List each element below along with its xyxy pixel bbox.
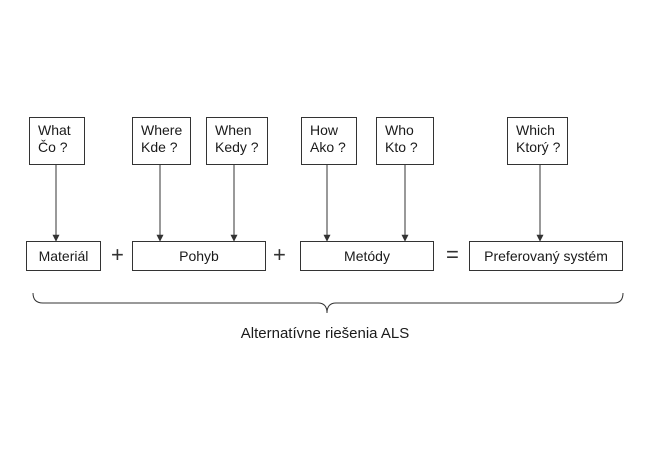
component-preferred-system-box: Preferovaný systém bbox=[469, 241, 623, 271]
component-pohyb-box: Pohyb bbox=[132, 241, 266, 271]
question-en-label: How bbox=[310, 122, 339, 138]
question-en-label: Where bbox=[141, 122, 183, 138]
question-where-box: Where Kde ? bbox=[132, 117, 191, 165]
plus-operator: + bbox=[273, 242, 286, 267]
component-label: Pohyb bbox=[179, 247, 219, 264]
question-what-box: What Čo ? bbox=[29, 117, 85, 165]
diagram-caption: Alternatívne riešenia ALS bbox=[240, 325, 410, 342]
equals-operator: = bbox=[446, 242, 459, 267]
component-material-box: Materiál bbox=[26, 241, 101, 271]
question-en-label: What bbox=[38, 122, 71, 138]
plus-operator: + bbox=[111, 242, 124, 267]
grouping-brace bbox=[32, 292, 624, 314]
question-sk-label: Kto ? bbox=[385, 139, 418, 155]
question-sk-label: Kde ? bbox=[141, 139, 178, 155]
question-how-box: How Ako ? bbox=[301, 117, 357, 165]
question-en-label: Who bbox=[385, 122, 414, 138]
component-metody-box: Metódy bbox=[300, 241, 434, 271]
question-en-label: When bbox=[215, 122, 252, 138]
question-sk-label: Čo ? bbox=[38, 139, 68, 155]
question-which-box: Which Ktorý ? bbox=[507, 117, 568, 165]
component-label: Materiál bbox=[38, 247, 89, 264]
question-en-label: Which bbox=[516, 122, 555, 138]
component-label: Metódy bbox=[344, 247, 390, 264]
question-who-box: Who Kto ? bbox=[376, 117, 434, 165]
question-sk-label: Ktorý ? bbox=[516, 139, 561, 155]
question-when-box: When Kedy ? bbox=[206, 117, 268, 165]
question-sk-label: Kedy ? bbox=[215, 139, 259, 155]
component-label: Preferovaný systém bbox=[484, 247, 608, 264]
question-sk-label: Ako ? bbox=[310, 139, 346, 155]
